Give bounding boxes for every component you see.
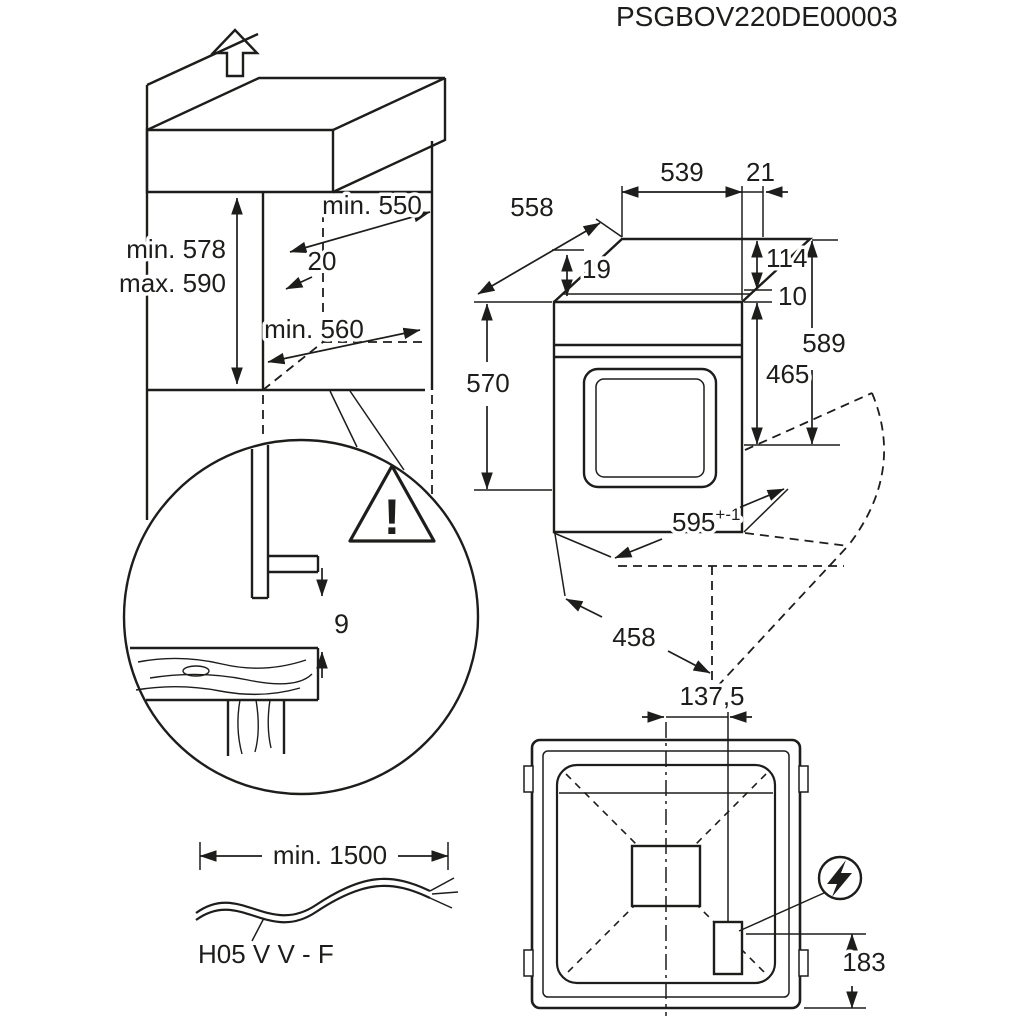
cable-length-label: min. 1500 bbox=[273, 840, 387, 870]
rear-mount-tab bbox=[798, 949, 809, 977]
oven-front-width-dim bbox=[614, 538, 663, 559]
oven-bottom-depth-dim bbox=[565, 598, 603, 618]
oven-total-height-label: 589 bbox=[802, 328, 845, 358]
electrical-symbol-icon bbox=[817, 855, 863, 901]
electrical-leader bbox=[738, 892, 825, 932]
cable-section: min. 1500 H05 V V - F bbox=[195, 837, 459, 973]
cabinet-outline bbox=[145, 32, 447, 520]
rear-offset-label: 137,5 bbox=[679, 681, 744, 711]
oven-panel-gap-label: 10 bbox=[778, 281, 807, 311]
product-code: PSGBOV220DE00003 bbox=[616, 1, 898, 32]
oven-bottom-depth-dim bbox=[667, 650, 711, 674]
oven-body-height-label: 570 bbox=[466, 368, 509, 398]
oven-outline bbox=[552, 237, 814, 534]
lightning-bolt-icon bbox=[827, 860, 852, 897]
oven-front-width-label: 595+-1 bbox=[672, 505, 740, 537]
cabinet-depth-dim bbox=[267, 327, 421, 365]
panel-cross-section bbox=[250, 445, 320, 600]
cabinet-section: min. 550 20 min. 578 max. 590 min. 560 bbox=[116, 28, 447, 520]
rear-view-section: 137,5 183 bbox=[523, 678, 889, 1016]
rear-diagonal bbox=[565, 773, 767, 975]
detail-section: 9 ! bbox=[122, 438, 480, 796]
oven-section: 558 539 21 19 114 10 589 570 465 595+-1 … bbox=[463, 154, 885, 692]
cabinet-setback-label: 20 bbox=[308, 246, 337, 276]
oven-projection-lines bbox=[618, 392, 885, 692]
cabinet-depth-label: min. 560 bbox=[264, 314, 364, 344]
cabinet-height-max-label: max. 590 bbox=[119, 268, 226, 298]
oven-door-window bbox=[582, 367, 718, 489]
oven-front-width-dim bbox=[735, 488, 785, 510]
rear-mount-tab bbox=[798, 765, 809, 793]
vent-gap-label: 9 bbox=[334, 609, 349, 639]
rear-mount-tab bbox=[523, 765, 534, 793]
wood-panel-cross-section bbox=[130, 646, 320, 756]
cable-drawing bbox=[195, 877, 459, 924]
cabinet-height-min-label: min. 578 bbox=[126, 234, 226, 264]
connection-box bbox=[712, 920, 744, 976]
oven-top-depth-label: 558 bbox=[510, 192, 553, 222]
rear-mount-tab bbox=[523, 949, 534, 977]
cabinet-setback-arrow bbox=[285, 276, 313, 290]
oven-body-width-label: 539 bbox=[660, 157, 703, 187]
oven-edge-gap-label: 21 bbox=[746, 157, 775, 187]
oven-top-inset-label: 19 bbox=[582, 254, 611, 284]
cable-type-label: H05 V V - F bbox=[198, 939, 334, 969]
cabinet-hidden-edges bbox=[262, 198, 433, 498]
detail-callout-line bbox=[349, 390, 405, 471]
cable-type-leader bbox=[251, 917, 265, 942]
oven-bottom-depth-label: 458 bbox=[612, 622, 655, 652]
oven-panel-height-label: 114 bbox=[766, 243, 807, 273]
oven-door-height-label: 465 bbox=[766, 359, 809, 389]
cabinet-width-dim bbox=[289, 210, 431, 254]
rear-height-label: 183 bbox=[842, 947, 885, 977]
oven-top-depth-dim bbox=[477, 222, 601, 295]
detail-circle bbox=[122, 438, 480, 796]
cabinet-width-label: min. 550 bbox=[322, 190, 422, 220]
rear-outer-frame bbox=[530, 738, 802, 1010]
warning-triangle-icon: ! bbox=[348, 464, 436, 545]
detail-callout-line bbox=[329, 390, 358, 448]
warning-exclamation: ! bbox=[384, 489, 401, 545]
